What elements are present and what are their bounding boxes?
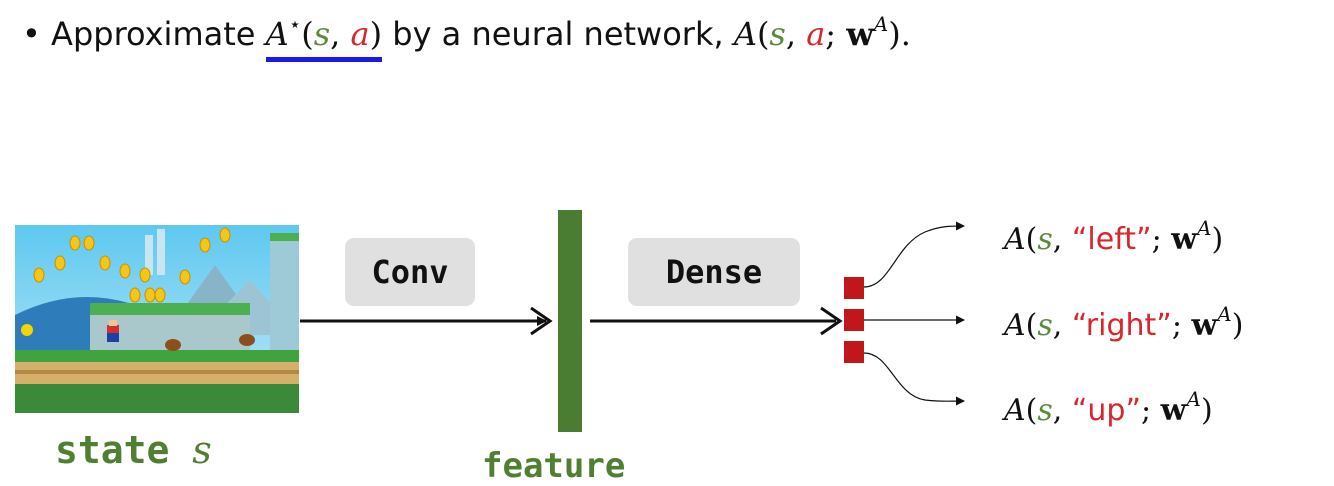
output-right: A(s, “right”; wA) bbox=[1004, 302, 1244, 343]
target-function-underlined: A⋆(s, a) bbox=[265, 2, 383, 62]
state-label: state s bbox=[55, 428, 212, 472]
output-state: s bbox=[1037, 222, 1053, 257]
dense-box: Dense bbox=[628, 238, 800, 306]
output-weights-sup: A bbox=[1197, 216, 1212, 240]
output-weights: w bbox=[1191, 308, 1218, 343]
feature-vector bbox=[558, 210, 582, 432]
target-fn-name: A bbox=[265, 15, 289, 53]
approx-weights: w bbox=[846, 15, 874, 53]
output-weights-sup: A bbox=[1186, 387, 1201, 411]
bullet-marker: • bbox=[22, 15, 41, 53]
approx-open-paren: ( bbox=[756, 15, 770, 53]
output-action: “right” bbox=[1071, 308, 1172, 343]
bullet-prefix: Approximate bbox=[51, 15, 256, 53]
state-word: state bbox=[55, 428, 170, 472]
game-screenshot bbox=[15, 225, 299, 413]
output-action: “up” bbox=[1071, 393, 1142, 428]
approx-action-var: a bbox=[806, 15, 826, 53]
mario-character bbox=[107, 320, 119, 342]
bullet-middle: by a neural network, bbox=[392, 15, 724, 53]
state-var: s bbox=[313, 15, 331, 53]
wire-up bbox=[863, 352, 965, 406]
output-state: s bbox=[1037, 308, 1053, 343]
wire-left bbox=[863, 221, 965, 288]
approx-function: A(s, a; wA). bbox=[733, 12, 911, 53]
output-fn: A bbox=[1004, 308, 1026, 343]
comma: , bbox=[330, 15, 341, 53]
output-cell-up bbox=[844, 341, 864, 363]
state-variable: s bbox=[192, 428, 212, 472]
approx-weights-sup: A bbox=[873, 12, 889, 36]
output-cell-right bbox=[844, 309, 864, 331]
output-weights: w bbox=[1171, 222, 1198, 257]
approx-comma: , bbox=[785, 15, 797, 53]
conv-label: Conv bbox=[371, 253, 449, 291]
close-paren: ) bbox=[369, 15, 383, 53]
dense-label: Dense bbox=[665, 253, 763, 291]
output-weights-sup: A bbox=[1217, 302, 1232, 326]
approx-end: ). bbox=[888, 15, 911, 53]
action-var: a bbox=[350, 15, 370, 53]
approx-fn-name: A bbox=[733, 15, 757, 53]
output-fn: A bbox=[1004, 393, 1026, 428]
approx-state-var: s bbox=[769, 15, 786, 53]
approx-semicolon: ; bbox=[825, 15, 837, 53]
optimal-star: ⋆ bbox=[288, 12, 302, 36]
bullet-text: • Approximate A⋆(s, a) by a neural netwo… bbox=[22, 2, 911, 62]
output-up: A(s, “up”; wA) bbox=[1004, 387, 1213, 428]
output-action: “left” bbox=[1071, 222, 1152, 257]
output-fn: A bbox=[1004, 222, 1026, 257]
output-cell-left bbox=[844, 277, 864, 299]
output-state: s bbox=[1037, 393, 1053, 428]
feature-label: feature bbox=[482, 446, 626, 486]
output-weights: w bbox=[1160, 393, 1187, 428]
output-left: A(s, “left”; wA) bbox=[1004, 216, 1224, 257]
conv-box: Conv bbox=[345, 238, 475, 306]
open-paren: ( bbox=[301, 15, 314, 53]
mario-game-icon bbox=[15, 225, 299, 413]
